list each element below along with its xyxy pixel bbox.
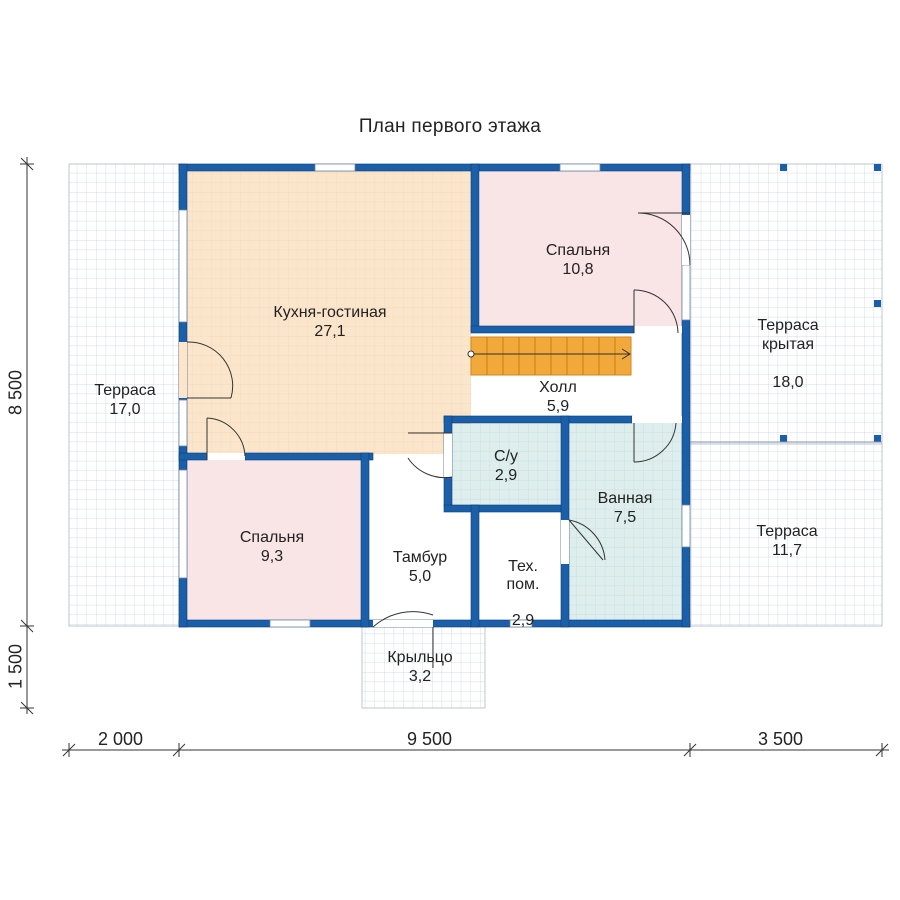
room-name: Кухня-гостиная	[273, 304, 387, 321]
dimension-width-right: 3 500	[758, 729, 804, 749]
room-name: Терраса	[94, 382, 156, 399]
room-label-tech-room: Тех. пом. 2,9	[488, 540, 558, 648]
terrace-posts	[780, 164, 881, 442]
plan-title: План первого этажа	[358, 116, 542, 137]
room-name: Ванная	[597, 490, 653, 507]
floor-wc	[451, 424, 561, 506]
floor-bedroom-left	[185, 460, 361, 620]
room-area: 27,1	[314, 323, 346, 340]
terrace-right	[689, 443, 883, 627]
room-name: С/у	[494, 448, 518, 465]
room-area: 2,9	[511, 612, 535, 629]
room-name: Спальня	[239, 529, 305, 546]
room-label-vestibule: Тамбур 5,0	[378, 548, 462, 586]
terrace-right-covered	[689, 163, 883, 445]
room-area: 10,8	[562, 261, 594, 278]
room-area: 9,3	[260, 548, 284, 565]
room-area: 5,0	[408, 568, 432, 585]
room-name: Спальня	[545, 242, 611, 259]
room-label-bedroom-top: Спальня 10,8	[528, 241, 628, 279]
room-name: Тех. пом.	[506, 558, 540, 593]
room-label-kitchen-living: Кухня-гостиная 27,1	[250, 303, 410, 341]
room-area: 7,5	[613, 509, 637, 526]
room-area: 3,2	[408, 668, 432, 685]
room-area: 2,9	[494, 467, 518, 484]
doors	[179, 212, 691, 668]
room-name: Терраса крытая	[757, 317, 819, 353]
room-area: 11,7	[772, 542, 802, 559]
room-label-bathroom: Ванная 7,5	[582, 489, 668, 527]
room-name: Терраса	[756, 523, 818, 540]
dimension-width-left: 2 000	[98, 729, 144, 749]
stairs	[467, 336, 632, 376]
room-label-terrace-right: Терраса 11,7	[737, 522, 837, 560]
room-label-bedroom-left: Спальня 9,3	[222, 528, 322, 566]
room-area: 5,9	[546, 398, 570, 415]
floor-bath	[568, 416, 686, 620]
dimension-width-middle: 9 500	[407, 729, 453, 749]
porch	[361, 625, 486, 709]
dimension-height-porch: 1 500	[5, 643, 26, 690]
dimension-lines	[20, 157, 889, 757]
floor-bedroom-top	[480, 170, 690, 328]
room-area: 18,0	[772, 374, 804, 391]
floor-kitchen	[179, 170, 471, 454]
room-name: Крыльцо	[387, 649, 453, 666]
room-label-terrace-left: Терраса 17,0	[78, 381, 172, 419]
dimension-height-main: 8 500	[5, 369, 26, 416]
room-label-hall: Холл 5,9	[518, 378, 598, 416]
room-label-porch: Крыльцо 3,2	[370, 648, 470, 686]
room-label-covered-terrace: Терраса крытая 18,0	[730, 297, 846, 411]
room-name: Тамбур	[392, 549, 448, 566]
room-area: 17,0	[109, 401, 141, 418]
windows	[178, 163, 691, 628]
room-label-wc: С/у 2,9	[476, 447, 536, 485]
room-name: Холл	[539, 379, 577, 396]
